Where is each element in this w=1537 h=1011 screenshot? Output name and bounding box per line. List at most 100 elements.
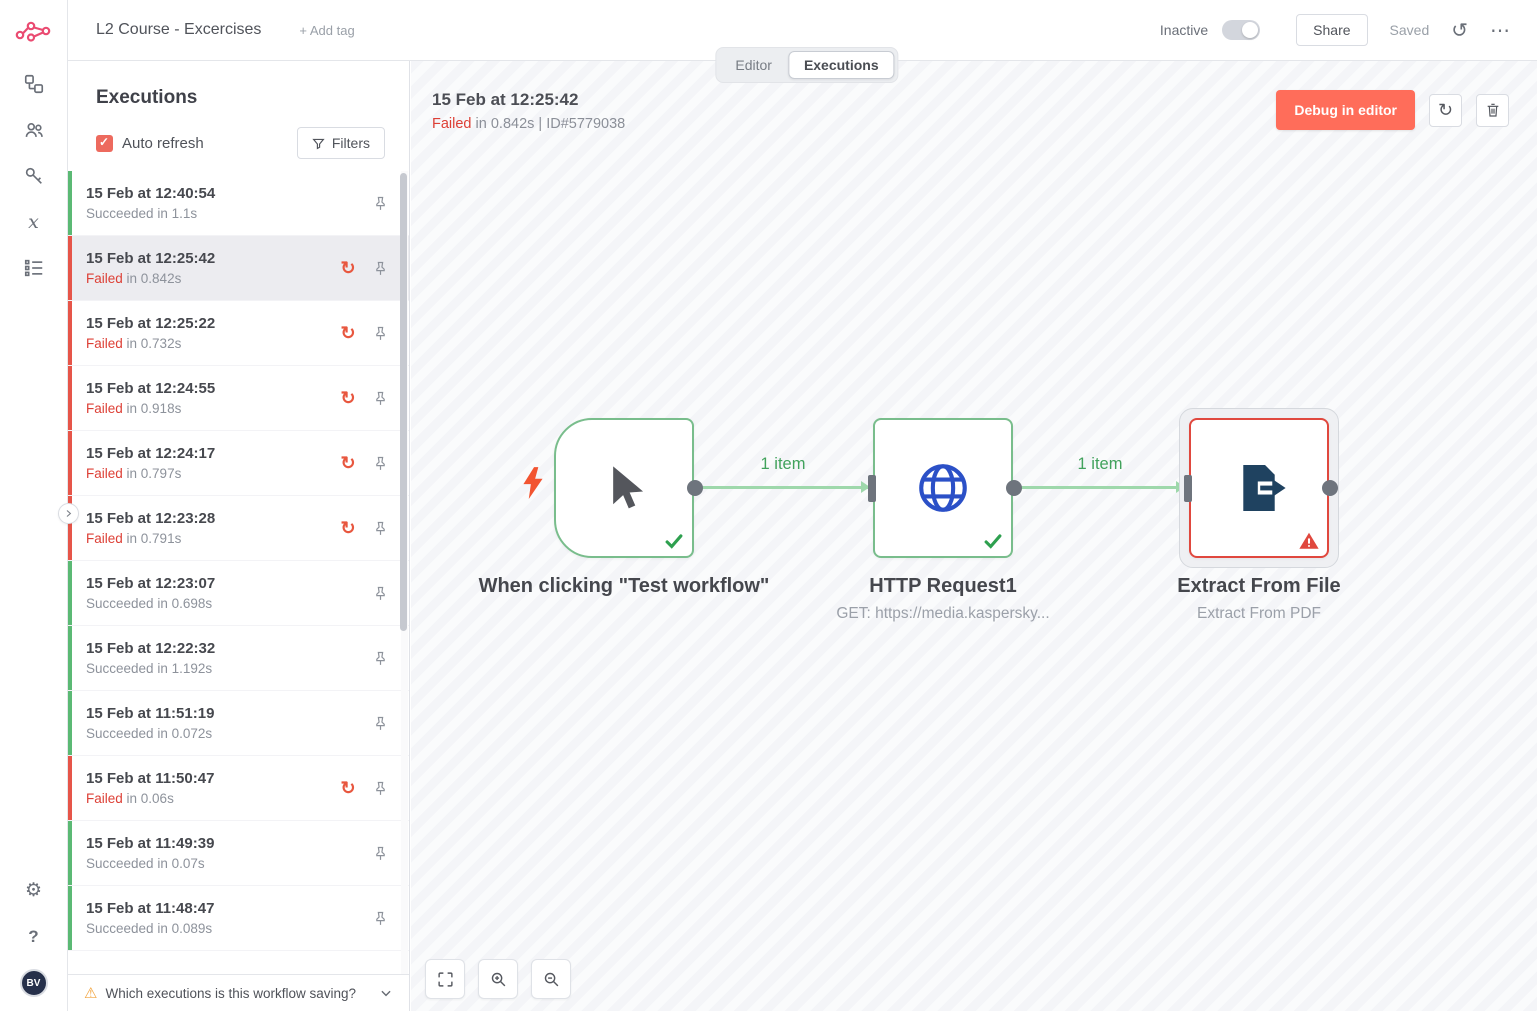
- pin-icon[interactable]: [372, 650, 389, 667]
- status-color-bar: [68, 821, 72, 885]
- retry-icon[interactable]: ↻: [340, 387, 356, 408]
- zoom-out-button[interactable]: [531, 959, 571, 999]
- pin-icon[interactable]: [372, 520, 389, 537]
- variables-icon[interactable]: x: [28, 211, 39, 233]
- input-endpoint[interactable]: [1184, 475, 1192, 502]
- saving-info-footer[interactable]: ⚠ Which executions is this workflow savi…: [68, 974, 409, 1011]
- execution-list-item[interactable]: 15 Feb at 11:50:47 Failed in 0.06s ↻: [68, 756, 409, 821]
- execution-list-item[interactable]: 15 Feb at 11:49:39 Succeeded in 0.07s ↻: [68, 821, 409, 886]
- pin-icon[interactable]: [372, 195, 389, 212]
- execution-status: Failed: [86, 791, 123, 806]
- more-options-icon[interactable]: ⋯: [1490, 19, 1511, 42]
- execution-status: Succeeded: [86, 726, 154, 741]
- connection-1: 1 item: [698, 455, 870, 493]
- status-color-bar: [68, 886, 72, 950]
- execution-date: 15 Feb at 12:25:22: [86, 315, 216, 332]
- workflows-icon[interactable]: [16, 66, 52, 102]
- fit-view-icon: [437, 971, 453, 987]
- workflow-canvas[interactable]: 15 Feb at 12:25:42 Failed in 0.842s | ID…: [411, 61, 1537, 1011]
- add-tag-button[interactable]: + Add tag: [299, 22, 355, 38]
- execution-duration: in 0.918s: [122, 401, 182, 416]
- tab-editor[interactable]: Editor: [735, 57, 772, 73]
- delete-execution-button[interactable]: [1476, 93, 1509, 127]
- status-color-bar: [68, 496, 72, 560]
- execution-list-item[interactable]: 15 Feb at 12:23:07 Succeeded in 0.698s ↻: [68, 561, 409, 626]
- members-icon[interactable]: [16, 112, 52, 148]
- input-endpoint[interactable]: [868, 475, 876, 502]
- output-endpoint[interactable]: [1322, 480, 1338, 496]
- connection-2: 1 item: [1017, 455, 1185, 493]
- executions-list: 15 Feb at 12:40:54 Succeeded in 1.1s ↻ 1…: [68, 171, 409, 951]
- view-tabs: Editor Executions: [715, 47, 899, 83]
- node-when-clicking-test-workflow[interactable]: [554, 418, 694, 558]
- pin-icon[interactable]: [372, 780, 389, 797]
- node-http-request1[interactable]: [873, 418, 1013, 558]
- filters-button[interactable]: Filters: [296, 127, 385, 159]
- pin-icon[interactable]: [372, 325, 389, 342]
- node-name: Extract From File: [1177, 575, 1341, 597]
- refresh-execution-button[interactable]: ↻: [1429, 93, 1462, 127]
- output-endpoint[interactable]: [1006, 480, 1022, 496]
- insights-icon[interactable]: [16, 250, 52, 286]
- zoom-in-button[interactable]: [478, 959, 518, 999]
- execution-list-item[interactable]: 15 Feb at 12:24:55 Failed in 0.918s ↻: [68, 366, 409, 431]
- pin-icon[interactable]: [372, 585, 389, 602]
- execution-list-item[interactable]: 15 Feb at 12:25:22 Failed in 0.732s ↻: [68, 301, 409, 366]
- workflow-title[interactable]: L2 Course - Excercises: [96, 21, 262, 38]
- node-extract-from-file[interactable]: [1189, 418, 1329, 558]
- execution-list-item[interactable]: 15 Feb at 12:24:17 Failed in 0.797s ↻: [68, 431, 409, 496]
- credentials-icon[interactable]: [16, 158, 52, 194]
- pin-icon[interactable]: [372, 715, 389, 732]
- retry-icon[interactable]: ↻: [340, 257, 356, 278]
- execution-detail-id: ID#5779038: [546, 116, 626, 132]
- pin-icon[interactable]: [372, 455, 389, 472]
- help-icon[interactable]: ?: [28, 926, 39, 946]
- auto-refresh-checkbox[interactable]: [96, 134, 113, 152]
- n8n-logo[interactable]: [0, 0, 67, 61]
- chevron-down-icon: [379, 986, 393, 1000]
- settings-gear-icon[interactable]: ⚙: [24, 879, 43, 901]
- execution-status: Succeeded: [86, 596, 154, 611]
- status-color-bar: [68, 301, 72, 365]
- pin-icon[interactable]: [372, 260, 389, 277]
- execution-list-item[interactable]: 15 Feb at 12:23:28 Failed in 0.791s ↻: [68, 496, 409, 561]
- debug-in-editor-button[interactable]: Debug in editor: [1276, 90, 1415, 130]
- execution-list-item[interactable]: 15 Feb at 12:40:54 Succeeded in 1.1s ↻: [68, 171, 409, 236]
- auto-refresh-label[interactable]: Auto refresh: [122, 134, 204, 152]
- execution-list-item[interactable]: 15 Feb at 11:51:19 Succeeded in 0.072s ↻: [68, 691, 409, 756]
- node-name: When clicking "Test workflow": [478, 575, 770, 597]
- retry-icon[interactable]: ↻: [340, 322, 356, 343]
- success-check-icon: [982, 530, 1004, 552]
- execution-list-item[interactable]: 15 Feb at 11:48:47 Succeeded in 0.089s ↻: [68, 886, 409, 951]
- execution-duration: in 0.698s: [153, 596, 213, 611]
- execution-list-item[interactable]: 15 Feb at 12:25:42 Failed in 0.842s ↻: [68, 236, 409, 301]
- active-toggle[interactable]: [1222, 20, 1261, 40]
- scrollbar-thumb[interactable]: [400, 173, 407, 631]
- connection-item-count: 1 item: [1077, 455, 1123, 473]
- status-color-bar: [68, 366, 72, 430]
- status-color-bar: [68, 756, 72, 820]
- retry-icon[interactable]: ↻: [340, 452, 356, 473]
- retry-icon[interactable]: ↻: [340, 517, 356, 538]
- status-color-bar: [68, 236, 72, 300]
- chevron-right-icon: [66, 510, 72, 517]
- user-avatar[interactable]: BV: [19, 969, 48, 997]
- pin-icon[interactable]: [372, 390, 389, 407]
- share-button[interactable]: Share: [1296, 14, 1368, 46]
- executions-scrollbar[interactable]: [400, 171, 408, 974]
- retry-icon[interactable]: ↻: [340, 777, 356, 798]
- execution-status: Succeeded: [86, 206, 154, 221]
- pin-icon[interactable]: [372, 845, 389, 862]
- error-warning-icon: [1298, 530, 1320, 552]
- execution-list-item[interactable]: 15 Feb at 12:22:32 Succeeded in 1.192s ↻: [68, 626, 409, 691]
- panel-collapse-button[interactable]: [58, 503, 79, 524]
- execution-status: Succeeded: [86, 661, 154, 676]
- history-icon[interactable]: ↺: [1451, 19, 1468, 42]
- execution-date: 15 Feb at 12:24:17: [86, 445, 216, 462]
- fit-view-button[interactable]: [425, 959, 465, 999]
- pin-icon[interactable]: [372, 910, 389, 927]
- tab-executions[interactable]: Executions: [787, 51, 895, 79]
- execution-detail-status: Failed: [432, 116, 472, 132]
- output-endpoint[interactable]: [687, 480, 703, 496]
